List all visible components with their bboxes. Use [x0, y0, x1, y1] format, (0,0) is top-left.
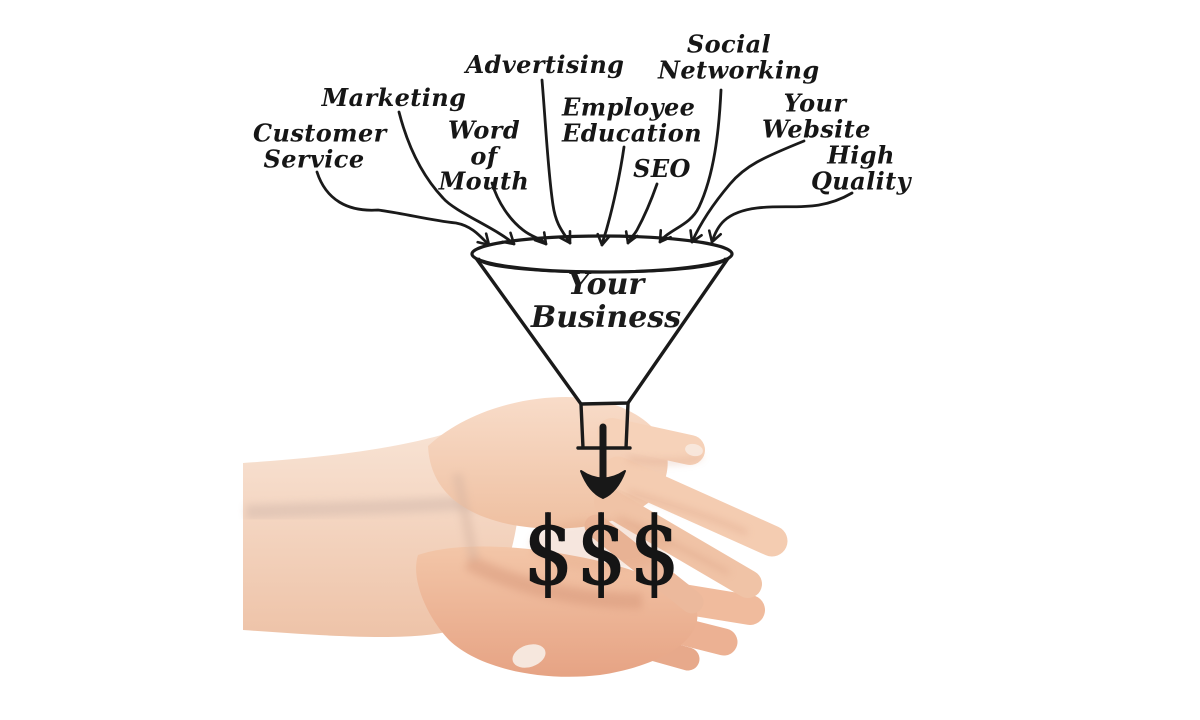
input-label-social-networking: Social Networking: [658, 29, 820, 84]
input-label-your-website: Your Website: [762, 88, 871, 143]
line-high-quality: [707, 191, 854, 244]
line-seo: [624, 182, 659, 245]
index-finger-nail: [685, 443, 703, 457]
feeder-lines: [315, 78, 854, 247]
cupped-hands-photo: [243, 397, 788, 677]
thumb-nail: [512, 644, 546, 668]
input-label-employee-education: Employee Education: [562, 92, 702, 147]
line-employee-education: [596, 145, 626, 247]
input-label-customer-service: Customer Service: [253, 118, 387, 173]
funnel-rim-inner-edge: [477, 257, 727, 274]
input-label-seo: SEO: [633, 154, 691, 184]
input-label-high-quality: High Quality: [811, 140, 911, 195]
line-your-website: [689, 139, 806, 244]
dollar-signs: $$$: [523, 497, 683, 607]
line-marketing: [397, 110, 516, 246]
line-customer-service: [315, 170, 491, 247]
input-label-advertising: Advertising: [465, 50, 625, 80]
input-label-marketing: Marketing: [321, 83, 467, 113]
line-word-of-mouth: [490, 181, 548, 246]
down-arrow: [580, 423, 626, 499]
line-social-networking: [658, 88, 723, 244]
funnel-label: Your Business: [530, 267, 682, 335]
input-label-word-of-mouth: Word of Mouth: [438, 115, 530, 196]
line-advertising: [540, 78, 572, 245]
